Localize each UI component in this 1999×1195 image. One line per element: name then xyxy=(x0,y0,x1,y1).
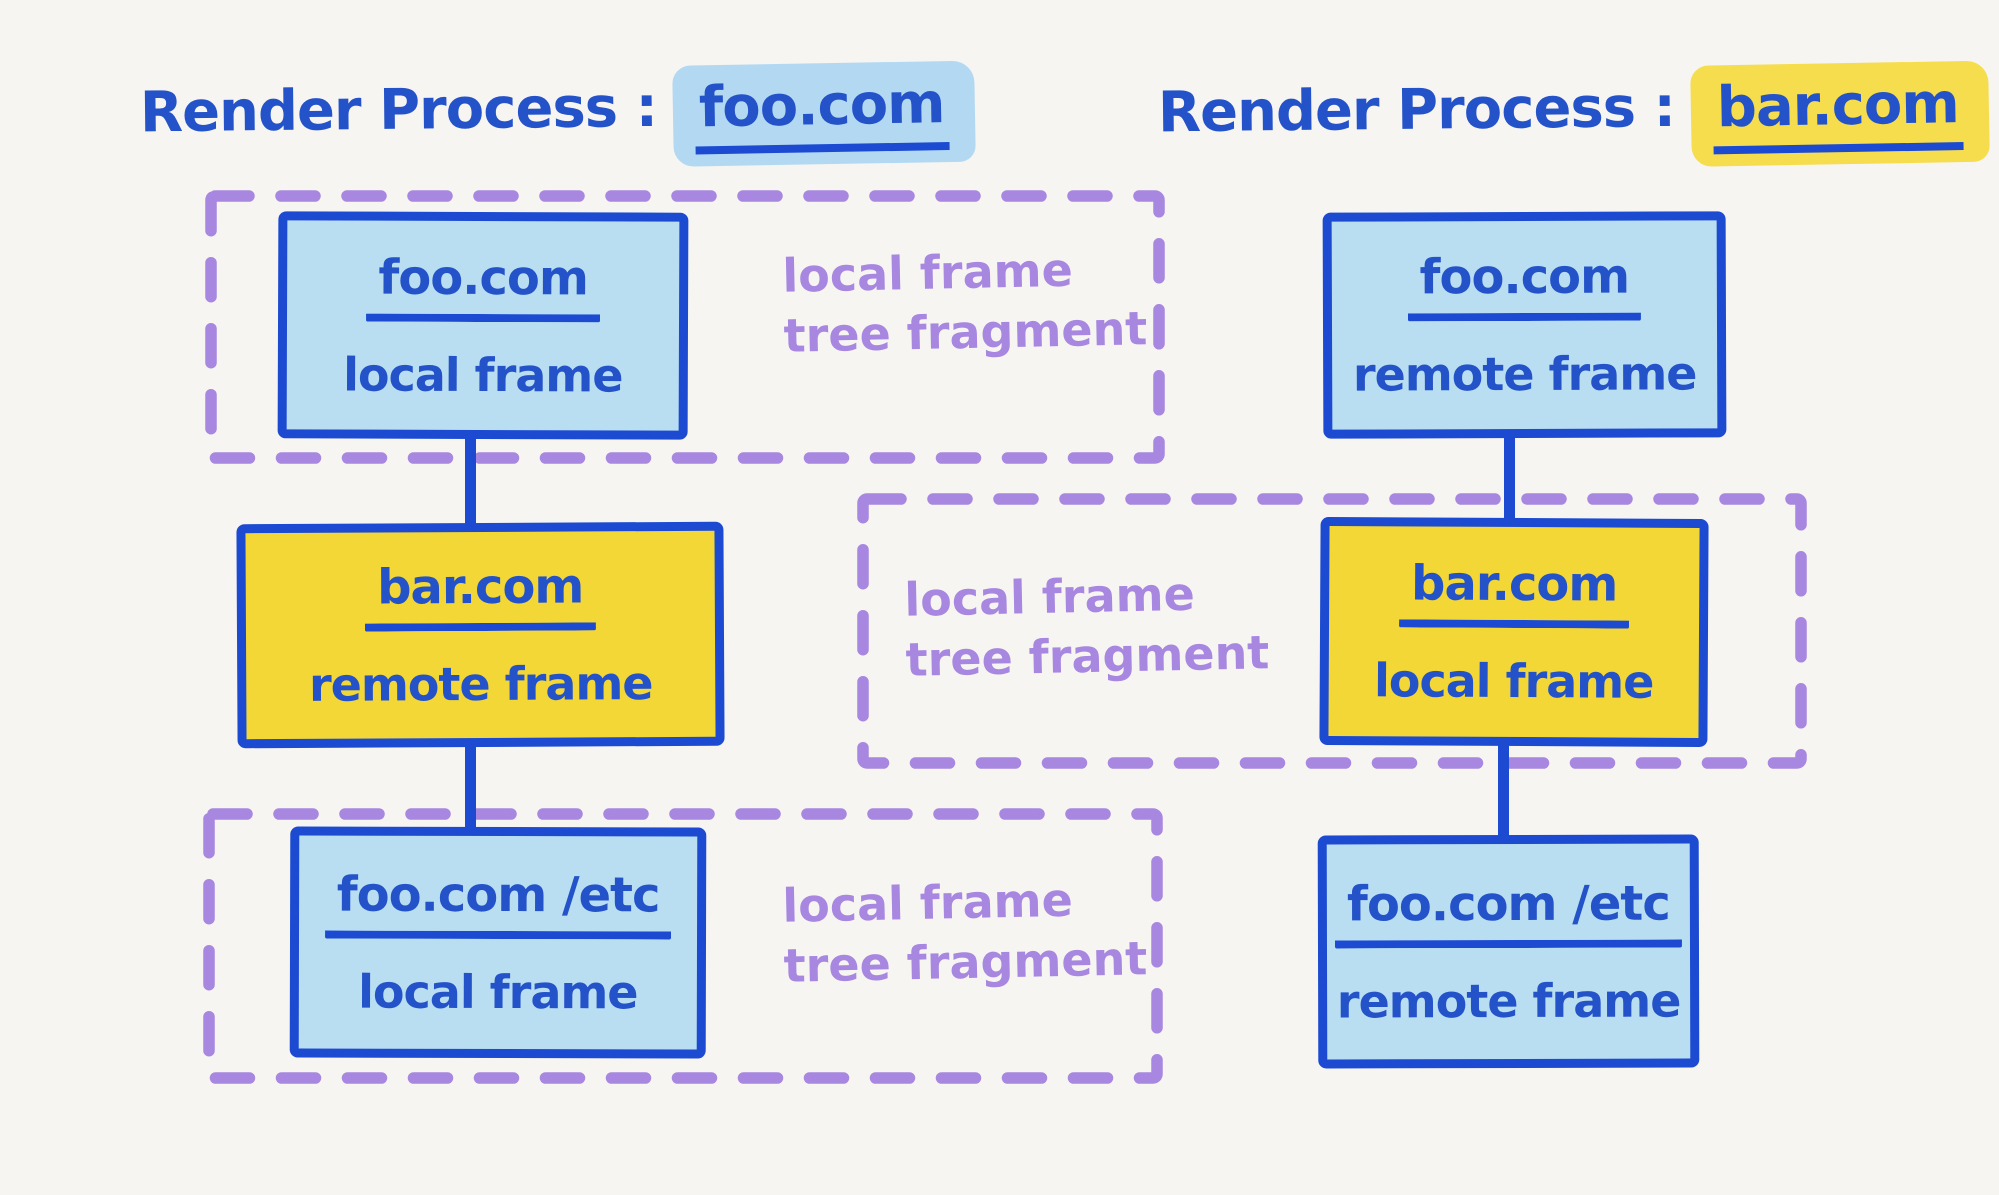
frame-node-left-foo-local: foo.com local frame xyxy=(277,211,689,440)
frame-node-kind: remote frame xyxy=(1336,973,1681,1028)
frame-node-kind: local frame xyxy=(1373,653,1654,709)
fragment-label-line: local frame xyxy=(903,566,1196,627)
fragment-label-line: local frame xyxy=(781,872,1074,933)
render-process-title-right: Render Process : bar.com xyxy=(1157,60,1990,172)
frame-node-right-bar-local: bar.com local frame xyxy=(1319,516,1709,748)
frame-node-left-fooetc-local: foo.com /etc local frame xyxy=(289,826,707,1059)
frame-node-left-bar-remote: bar.com remote frame xyxy=(236,521,725,749)
fragment-label-bottom-left: local frame tree fragment xyxy=(782,868,1148,996)
fragment-label-line: tree fragment xyxy=(905,625,1270,687)
frame-node-domain: foo.com xyxy=(366,249,601,322)
tree-edge-right-2 xyxy=(1498,740,1509,840)
frame-node-domain: foo.com /etc xyxy=(324,866,672,939)
render-process-title-left: Render Process : foo.com xyxy=(139,60,976,172)
fragment-label-top-left: local frame tree fragment xyxy=(782,238,1148,366)
title-domain-foo: foo.com xyxy=(694,71,950,155)
frame-node-domain: bar.com xyxy=(364,558,596,632)
frame-node-right-fooetc-remote: foo.com /etc remote frame xyxy=(1317,834,1700,1069)
frame-node-domain: foo.com /etc xyxy=(1334,875,1682,948)
frame-node-kind: local frame xyxy=(358,964,638,1019)
title-prefix: Render Process : xyxy=(139,74,658,146)
title-domain-bar: bar.com xyxy=(1712,71,1964,155)
frame-node-kind: remote frame xyxy=(1352,346,1697,402)
tree-edge-left-1 xyxy=(465,434,476,530)
fragment-boundary-top-left xyxy=(205,190,1165,464)
tree-edge-left-2 xyxy=(465,740,476,836)
fragment-label-line: local frame xyxy=(781,242,1074,303)
fragment-label-middle-right: local frame tree fragment xyxy=(904,562,1270,690)
frame-node-right-foo-remote: foo.com remote frame xyxy=(1322,211,1727,439)
fragment-boundary-bottom-left xyxy=(203,808,1163,1084)
frame-node-domain: bar.com xyxy=(1398,555,1630,629)
fragment-label-line: tree fragment xyxy=(783,931,1148,993)
frame-node-domain: foo.com xyxy=(1407,248,1642,322)
title-prefix: Render Process : xyxy=(1157,74,1676,146)
title-domain-highlight-yellow: bar.com xyxy=(1690,60,1990,167)
frame-node-kind: local frame xyxy=(343,347,623,402)
title-domain-highlight-blue: foo.com xyxy=(672,60,976,167)
fragment-boundary-middle-right xyxy=(857,493,1807,769)
fragment-label-line: tree fragment xyxy=(783,301,1148,363)
frame-node-kind: remote frame xyxy=(308,656,653,712)
tree-edge-right-1 xyxy=(1504,432,1515,524)
